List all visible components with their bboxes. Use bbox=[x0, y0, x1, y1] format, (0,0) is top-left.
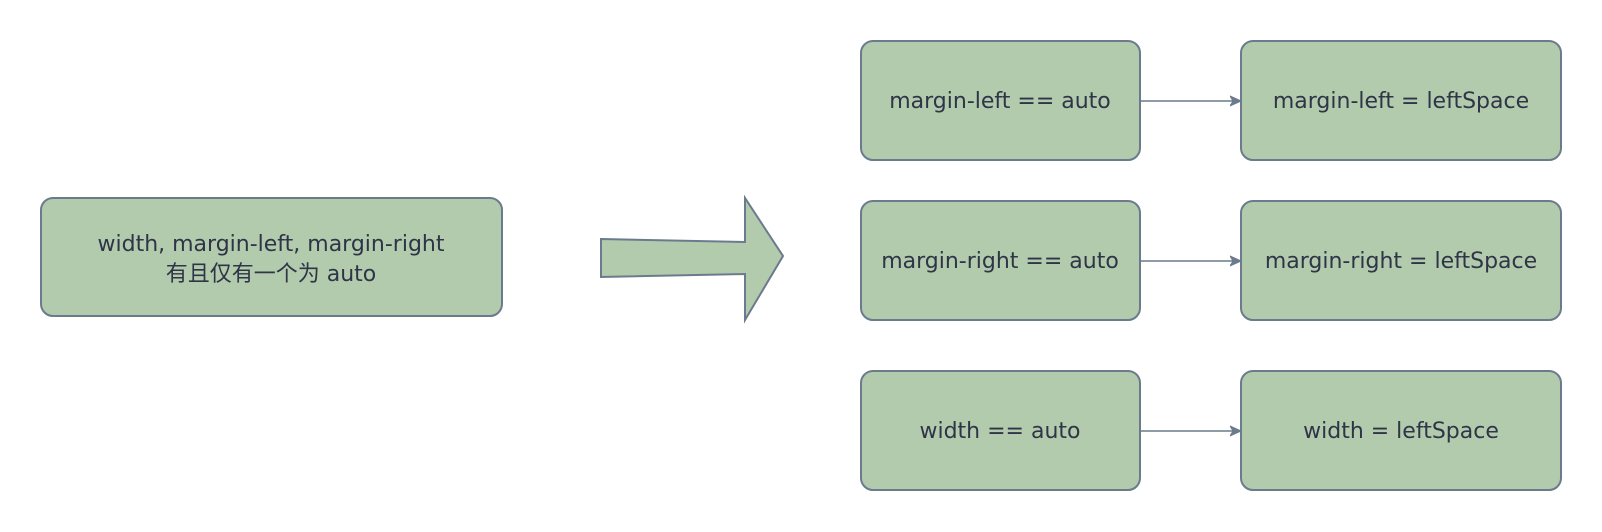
condition-node: width, margin-left, margin-right 有且仅有一个为… bbox=[40, 197, 503, 317]
condition-margin-left-label: margin-left == auto bbox=[889, 89, 1111, 114]
case-row-margin-left: margin-left == auto margin-left = leftSp… bbox=[860, 40, 1562, 161]
result-width-label: width = leftSpace bbox=[1303, 419, 1499, 444]
case-row-width: width == auto width = leftSpace bbox=[860, 370, 1562, 491]
result-margin-left-label: margin-left = leftSpace bbox=[1273, 89, 1529, 114]
result-margin-right-label: margin-right = leftSpace bbox=[1265, 249, 1537, 274]
result-margin-right-node bbox=[1240, 200, 1562, 321]
case-row-margin-right: margin-right == auto margin-right = left… bbox=[860, 200, 1562, 321]
condition-margin-right-label: margin-right == auto bbox=[881, 249, 1119, 274]
condition-line-2: 有且仅有一个为 auto bbox=[166, 262, 377, 287]
condition-width-label: width == auto bbox=[919, 419, 1080, 444]
big-arrow bbox=[600, 194, 785, 324]
result-width-node bbox=[1240, 370, 1562, 491]
condition-line-1: width, margin-left, margin-right bbox=[98, 232, 445, 257]
result-margin-left-node bbox=[1240, 40, 1562, 161]
